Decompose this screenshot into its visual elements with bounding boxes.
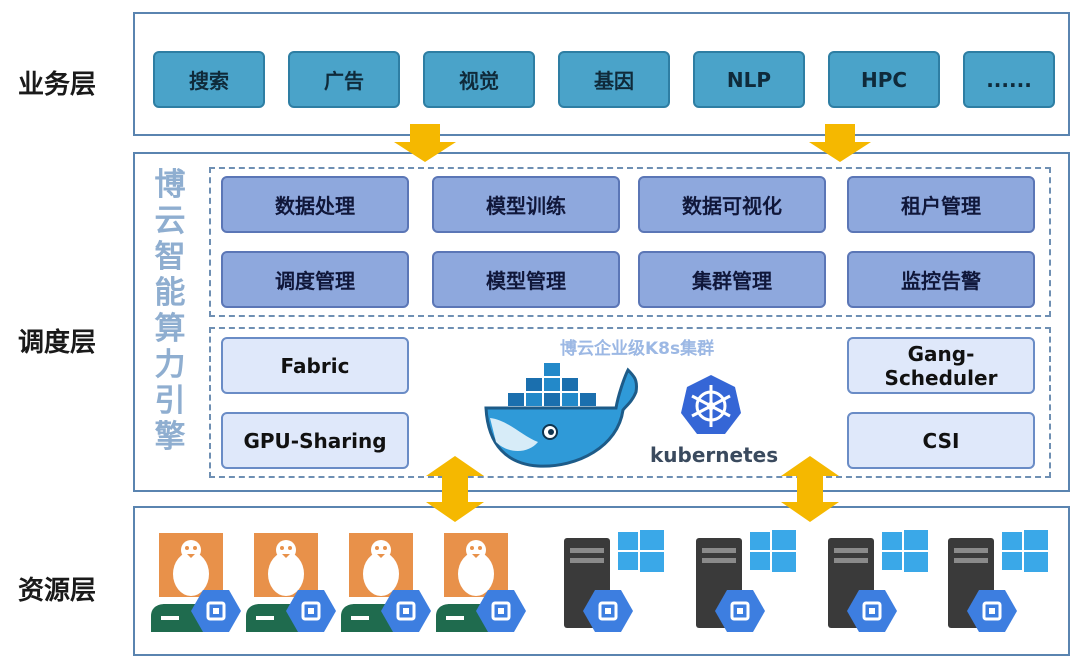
business-item-gene[interactable]: 基因 (558, 51, 670, 108)
layer-label-resource: 资源层 (18, 576, 97, 606)
platform-item-data-visualization[interactable]: 数据可视化 (638, 176, 826, 233)
business-item-more[interactable]: ...... (963, 51, 1055, 108)
platform-item-tenant-management[interactable]: 租户管理 (847, 176, 1035, 233)
arrow-bidirectional-left (426, 456, 484, 522)
business-item-search[interactable]: 搜索 (153, 51, 265, 108)
layer-label-business: 业务层 (18, 70, 97, 100)
chip-icon (476, 590, 526, 632)
engine-char: 智 (154, 239, 186, 275)
k8s-cluster-title: 博云企业级K8s集群 (560, 339, 715, 359)
engine-char: 算 (154, 311, 186, 347)
platform-group (209, 167, 1051, 317)
linux-node (436, 533, 512, 632)
engine-char: 引 (154, 383, 186, 419)
platform-item-data-processing[interactable]: 数据处理 (221, 176, 409, 233)
kubernetes-helm-icon (681, 375, 741, 434)
business-item-hpc[interactable]: HPC (828, 51, 940, 108)
chip-icon (191, 590, 241, 632)
platform-item-cluster-management[interactable]: 集群管理 (638, 251, 826, 308)
kubernetes-label: kubernetes (650, 443, 779, 467)
arrow-down-left (394, 124, 456, 162)
platform-item-scheduling-management[interactable]: 调度管理 (221, 251, 409, 308)
platform-item-monitoring-alerts[interactable]: 监控告警 (847, 251, 1035, 308)
engine-char: 云 (154, 203, 186, 239)
platform-item-model-management[interactable]: 模型管理 (432, 251, 620, 308)
docker-whale-icon (484, 363, 638, 468)
engine-char: 力 (154, 347, 186, 383)
engine-char: 博 (154, 167, 186, 203)
k8s-item-csi[interactable]: CSI (847, 412, 1035, 469)
k8s-cluster-group (209, 327, 1051, 478)
engine-char: 能 (154, 275, 186, 311)
platform-item-model-training[interactable]: 模型训练 (432, 176, 620, 233)
chip-icon (583, 590, 633, 632)
business-item-vision[interactable]: 视觉 (423, 51, 535, 108)
engine-title: 博 云 智 能 算 力 引 擎 (152, 167, 188, 455)
chip-icon (715, 590, 765, 632)
k8s-item-fabric[interactable]: Fabric (221, 337, 409, 394)
chip-icon (847, 590, 897, 632)
windows-server-node (948, 530, 1048, 628)
arrow-bidirectional-right (781, 456, 839, 522)
chip-icon (286, 590, 336, 632)
k8s-item-gang-scheduler[interactable]: Gang- Scheduler (847, 337, 1035, 394)
arrow-down-right (809, 124, 871, 162)
chip-icon (381, 590, 431, 632)
layer-label-scheduling: 调度层 (18, 328, 97, 358)
business-item-ads[interactable]: 广告 (288, 51, 400, 108)
engine-char: 擎 (154, 419, 186, 455)
chip-icon (967, 590, 1017, 632)
k8s-item-gpu-sharing[interactable]: GPU-Sharing (221, 412, 409, 469)
business-item-nlp[interactable]: NLP (693, 51, 805, 108)
